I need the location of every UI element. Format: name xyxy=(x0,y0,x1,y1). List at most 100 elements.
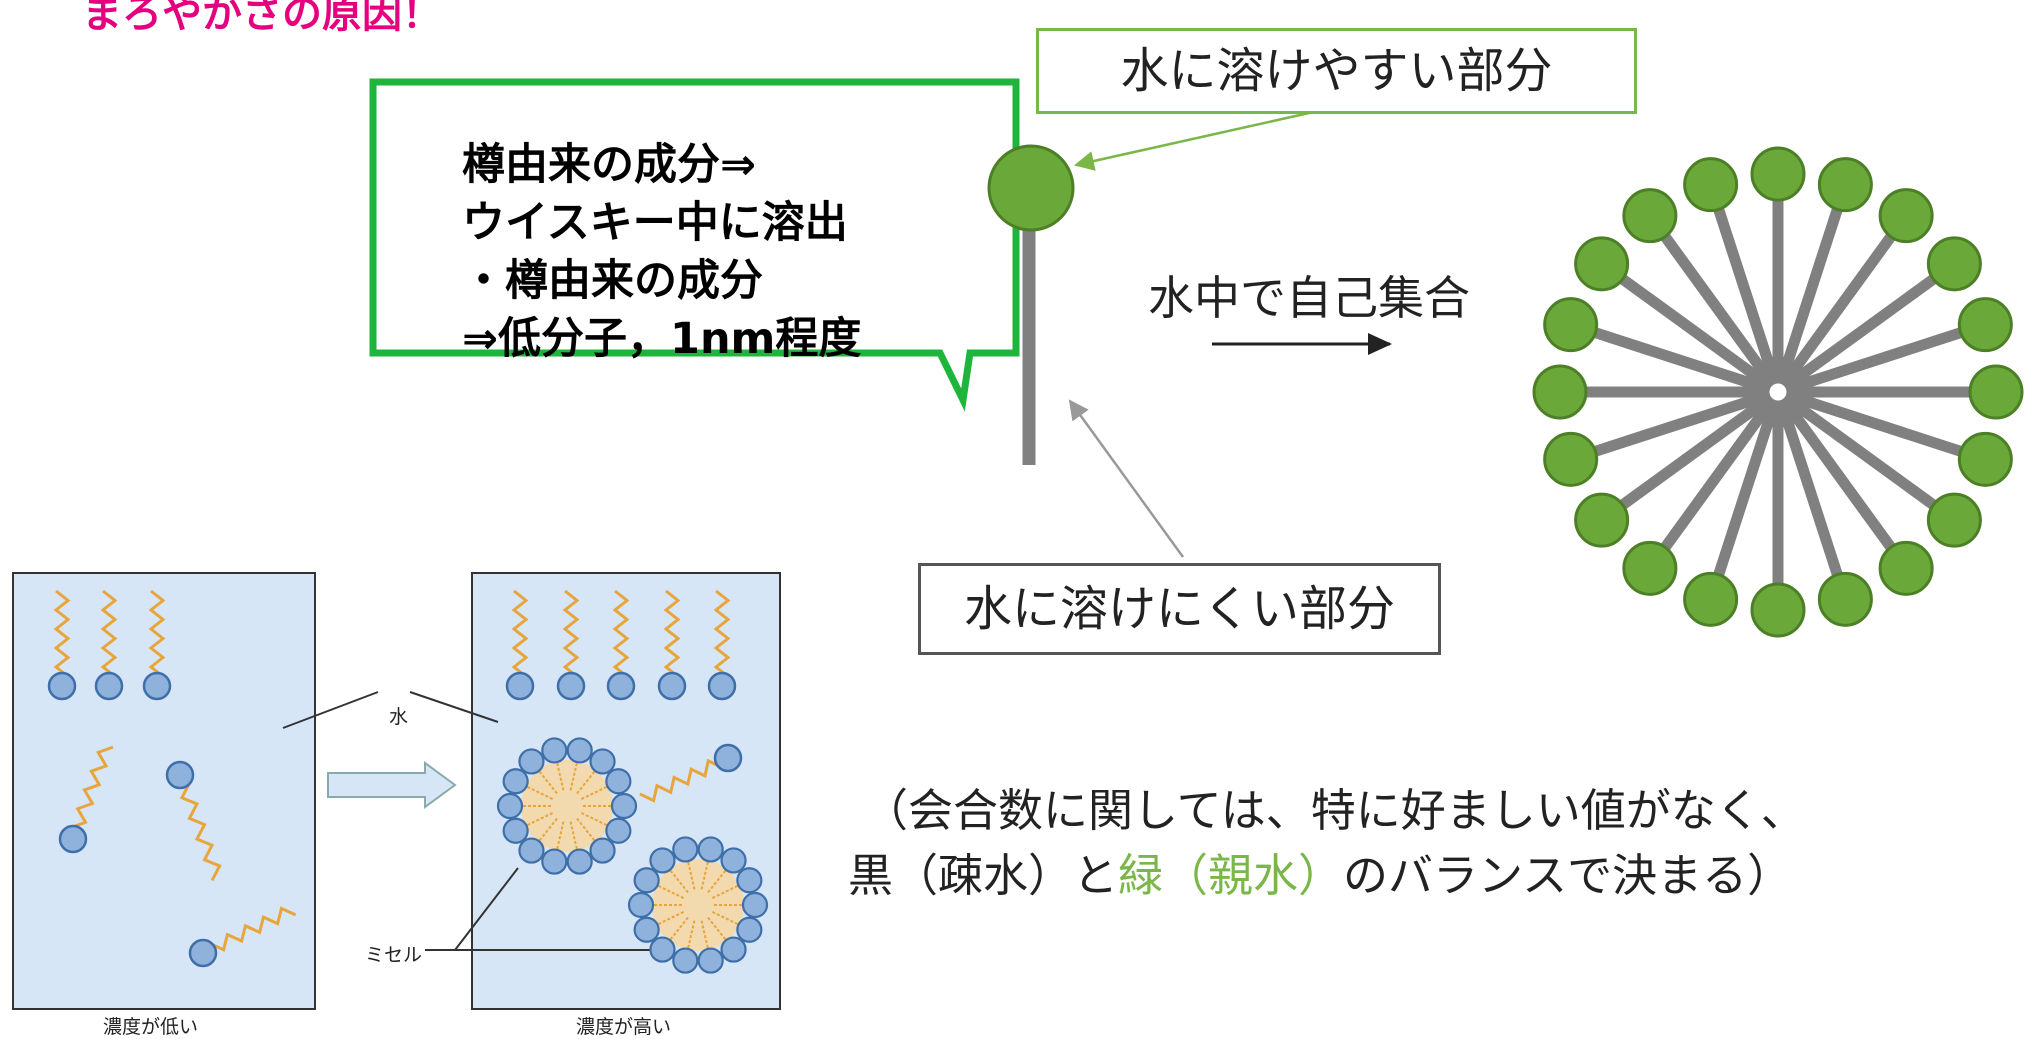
callout-line-2: ウイスキー中に溶出 xyxy=(462,198,848,248)
micelle-small-head xyxy=(496,792,524,820)
micelle-spoke xyxy=(1616,387,1782,512)
micelle-small-head xyxy=(518,748,545,775)
surfactant-head xyxy=(58,824,88,854)
water-label: 水 xyxy=(389,706,409,728)
surfactant-tail xyxy=(713,589,731,687)
low-concentration-panel xyxy=(12,572,316,1010)
micelle-head xyxy=(1817,571,1873,627)
micelle-tail xyxy=(700,861,709,892)
self-assembly-arrowhead xyxy=(1368,333,1392,355)
surfactant-tail xyxy=(511,589,529,687)
callout-line-4: ⇒低分子，1nm程度 xyxy=(462,314,862,364)
micelle-small-head xyxy=(697,836,724,863)
molecule-head xyxy=(987,144,1075,232)
micelle-spoke xyxy=(1773,230,1898,396)
micelle-head xyxy=(1878,540,1934,596)
micelle-wheel xyxy=(1532,146,2024,638)
surfactant-head xyxy=(188,938,218,968)
micelle-small-head xyxy=(566,737,593,764)
surfactant-tail xyxy=(69,745,114,840)
micelle-core xyxy=(652,859,744,951)
micelle-tail xyxy=(556,819,565,850)
micelle-tail xyxy=(657,885,686,900)
micelle-small-head xyxy=(720,847,747,874)
note-line-2: 黒（疎水）と緑（親水）のバランスで決まる） xyxy=(848,843,1792,909)
surfactant-tail xyxy=(179,773,222,882)
micelle-head xyxy=(1543,431,1599,487)
micelle-spoke xyxy=(1712,390,1784,581)
micelle-small-head xyxy=(605,768,632,795)
surfactant-head xyxy=(505,671,535,701)
surfactant-molecules xyxy=(47,589,769,974)
micelle-small-head xyxy=(649,936,676,963)
surfactant-head xyxy=(47,671,77,701)
micelle-tail xyxy=(700,918,709,949)
micelle-small-head xyxy=(736,867,763,894)
micelle-small-head xyxy=(541,737,568,764)
micelle-head xyxy=(1750,146,1806,202)
micelle-tail xyxy=(569,819,578,850)
low-concentration-label: 濃度が低い xyxy=(103,1016,199,1038)
surfactant-head xyxy=(713,743,743,773)
micelle-small-head xyxy=(672,836,699,863)
surfactant-tail xyxy=(201,906,297,954)
micelle-center xyxy=(1769,383,1787,401)
surfactant-head xyxy=(556,671,586,701)
micelle-tail xyxy=(710,885,739,900)
micelle-small-head xyxy=(589,748,616,775)
micelle-spoke xyxy=(1712,203,1784,394)
surfactant-head xyxy=(707,671,737,701)
micelle-small-head xyxy=(649,847,676,874)
micelle-tail xyxy=(538,816,560,842)
micelle-small-head xyxy=(541,848,568,875)
micelle-head xyxy=(1683,571,1739,627)
micelle-head xyxy=(1926,236,1982,292)
self-assembly-label: 水中で自己集合 xyxy=(1148,271,1470,325)
micelle-spoke xyxy=(1658,230,1783,396)
micelle-small-head xyxy=(502,768,529,795)
micelle-head xyxy=(1926,492,1982,548)
note-line-1: （会合数に関しては、特に好ましい値がなく、 xyxy=(863,784,1806,837)
micelle-tail xyxy=(579,786,608,801)
micelle-spoke xyxy=(1774,272,1940,397)
callout-line-1: 樽由来の成分⇒ xyxy=(462,140,757,190)
micelle-head xyxy=(1817,157,1873,213)
hydrophobic-part-label: 水に溶けにくい部分 xyxy=(918,563,1441,655)
micelle-tail xyxy=(710,910,739,925)
micelle-head xyxy=(1878,188,1934,244)
micelle-small-head xyxy=(741,891,769,919)
micelle-core xyxy=(521,760,613,852)
note-hydrophobic-text: 黒（疎水）と xyxy=(848,849,1119,902)
surfactant-tail xyxy=(612,589,630,687)
micelle-tail xyxy=(687,861,696,892)
micelle-head xyxy=(1957,431,2013,487)
micelle-small-head xyxy=(589,837,616,864)
micelle-small-head xyxy=(633,867,660,894)
concentration-transition-arrow xyxy=(327,761,457,809)
micelle-small-head xyxy=(605,817,632,844)
micelle-tail xyxy=(705,915,727,941)
micelle-spoke xyxy=(1658,388,1783,554)
callout-line-3: ・樽由来の成分 xyxy=(462,256,763,306)
micelle-small-head xyxy=(627,891,655,919)
micelle-tail xyxy=(574,770,596,796)
micelle-spoke xyxy=(1772,203,1844,394)
micelle-spoke xyxy=(1773,388,1898,554)
micelle-head xyxy=(1543,297,1599,353)
surfactant-head xyxy=(165,760,195,790)
micelle-head xyxy=(1683,157,1739,213)
micelle-small-head xyxy=(736,916,763,943)
micelle-tail xyxy=(579,811,608,826)
note-hydrophilic-text: 緑（親水） xyxy=(1118,849,1344,902)
micelle-tail xyxy=(556,762,565,793)
micelle-small-head xyxy=(720,936,747,963)
speech-callout-box xyxy=(369,78,1020,412)
micelle-head xyxy=(1957,297,2013,353)
micelle-spoke xyxy=(1772,390,1844,581)
micelle-spoke xyxy=(1776,386,1967,458)
surfactant-tail xyxy=(639,757,730,803)
micelle-head xyxy=(1622,540,1678,596)
micelle-small-head xyxy=(518,837,545,864)
surfactant-head xyxy=(94,671,124,701)
